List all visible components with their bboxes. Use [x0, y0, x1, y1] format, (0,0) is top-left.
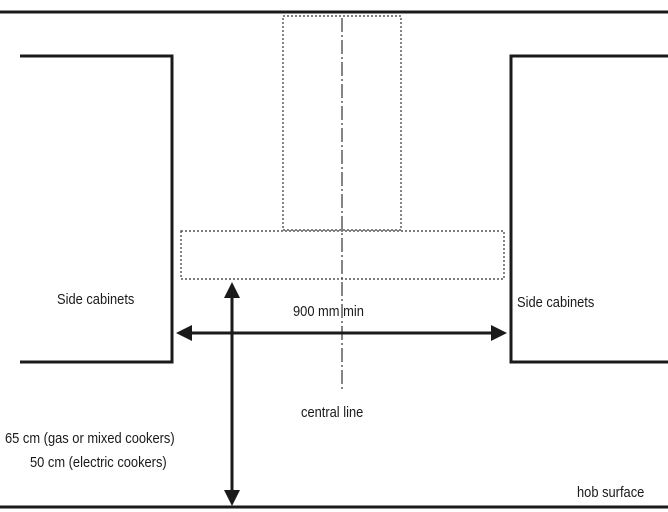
width-arrow-right-head [491, 325, 507, 341]
central-line-label: central line [301, 403, 364, 420]
hob-surface-label: hob surface [577, 483, 645, 500]
width-arrow-left-head [176, 325, 192, 341]
left-side-cabinet [20, 54, 174, 364]
min-width-label: 900 mm min [293, 302, 364, 319]
hood-chimney-outline [282, 15, 402, 231]
height-arrow-bottom-head [224, 490, 240, 506]
height-gas-label: 65 cm (gas or mixed cookers) [5, 429, 175, 446]
right-side-cabinet [509, 54, 668, 364]
side-cabinets-right-label: Side cabinets [517, 293, 594, 310]
height-arrow-top-head [224, 282, 240, 298]
height-electric-label: 50 cm (electric cookers) [30, 453, 167, 470]
side-cabinets-left-label: Side cabinets [57, 290, 134, 307]
